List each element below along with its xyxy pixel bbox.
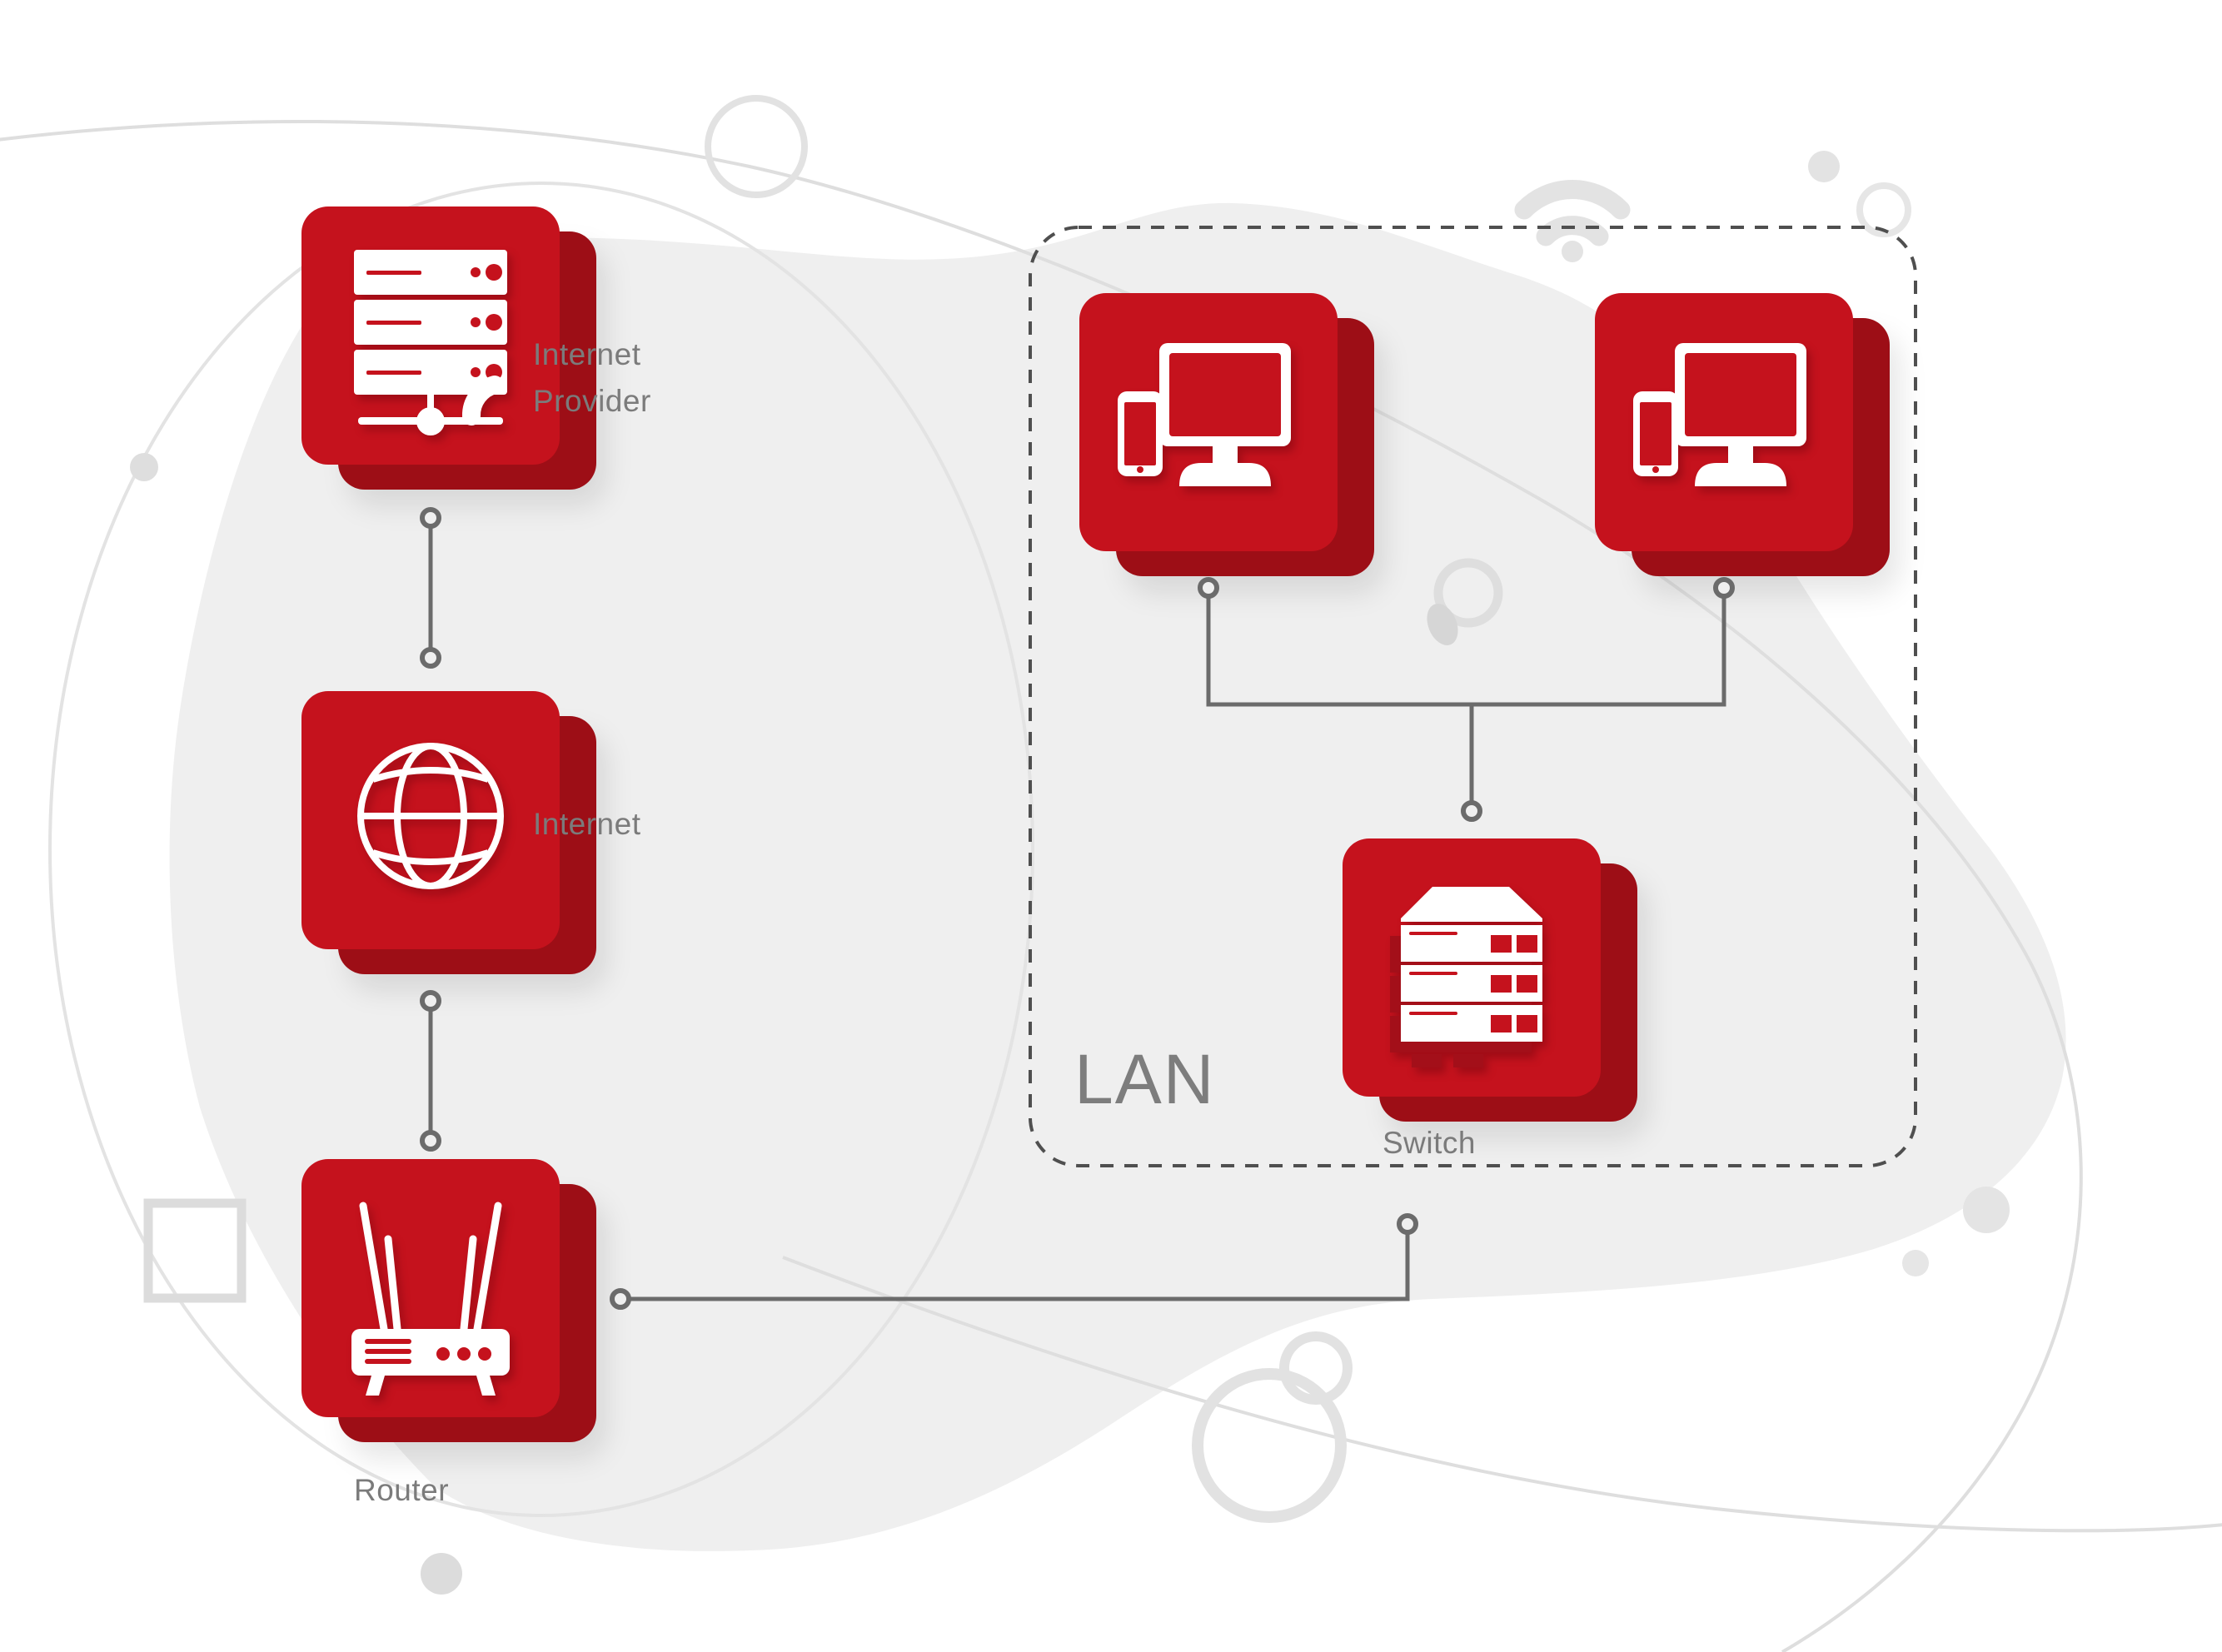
dot-right-large — [1963, 1187, 2010, 1233]
label-router: Router — [354, 1473, 450, 1507]
circle-outline-bottom-small — [1279, 1331, 1353, 1405]
dot-bottom-left — [421, 1553, 462, 1595]
label-switch: Switch — [1383, 1126, 1476, 1160]
node-internet — [301, 691, 560, 949]
lan-dashed-border — [1029, 226, 1917, 1167]
server-rack-phone-icon — [354, 250, 507, 435]
network-switch-stack-icon — [1390, 887, 1542, 1067]
globe-icon — [357, 743, 504, 889]
circle-outline-top-left — [705, 95, 808, 198]
circle-outline-top-right — [1856, 182, 1911, 237]
circle-outline-bottom-large — [1192, 1368, 1347, 1523]
label-lan: LAN — [1074, 1040, 1216, 1118]
dot-top-right — [1808, 151, 1840, 182]
desktop-with-smartphone-icon — [1633, 343, 1806, 486]
node-router — [301, 1159, 560, 1417]
link-provider-internet — [420, 507, 441, 669]
node-internet-provider — [301, 206, 560, 465]
wifi-icon — [1514, 180, 1631, 262]
link-router-lan — [610, 1213, 1418, 1310]
headset-icon — [1427, 558, 1503, 645]
node-workstation-right — [1595, 293, 1853, 551]
wifi-router-icon — [351, 1202, 510, 1396]
large-ellipse-outline — [48, 182, 1034, 1517]
bottom-wave-curve — [782, 1256, 2222, 1533]
node-workstation-left — [1079, 293, 1338, 551]
link-internet-router — [420, 990, 441, 1152]
node-switch — [1343, 838, 1601, 1097]
label-internet: Internet — [533, 807, 641, 841]
label-internet-provider: Internet Provider — [533, 337, 651, 418]
dot-right-small — [1902, 1250, 1929, 1276]
square-outline-bottom-left — [143, 1198, 247, 1303]
background-blob — [169, 202, 2066, 1551]
desktop-with-smartphone-icon — [1118, 343, 1291, 486]
dot-left — [130, 453, 158, 481]
link-workstations-switch — [1198, 577, 1735, 822]
